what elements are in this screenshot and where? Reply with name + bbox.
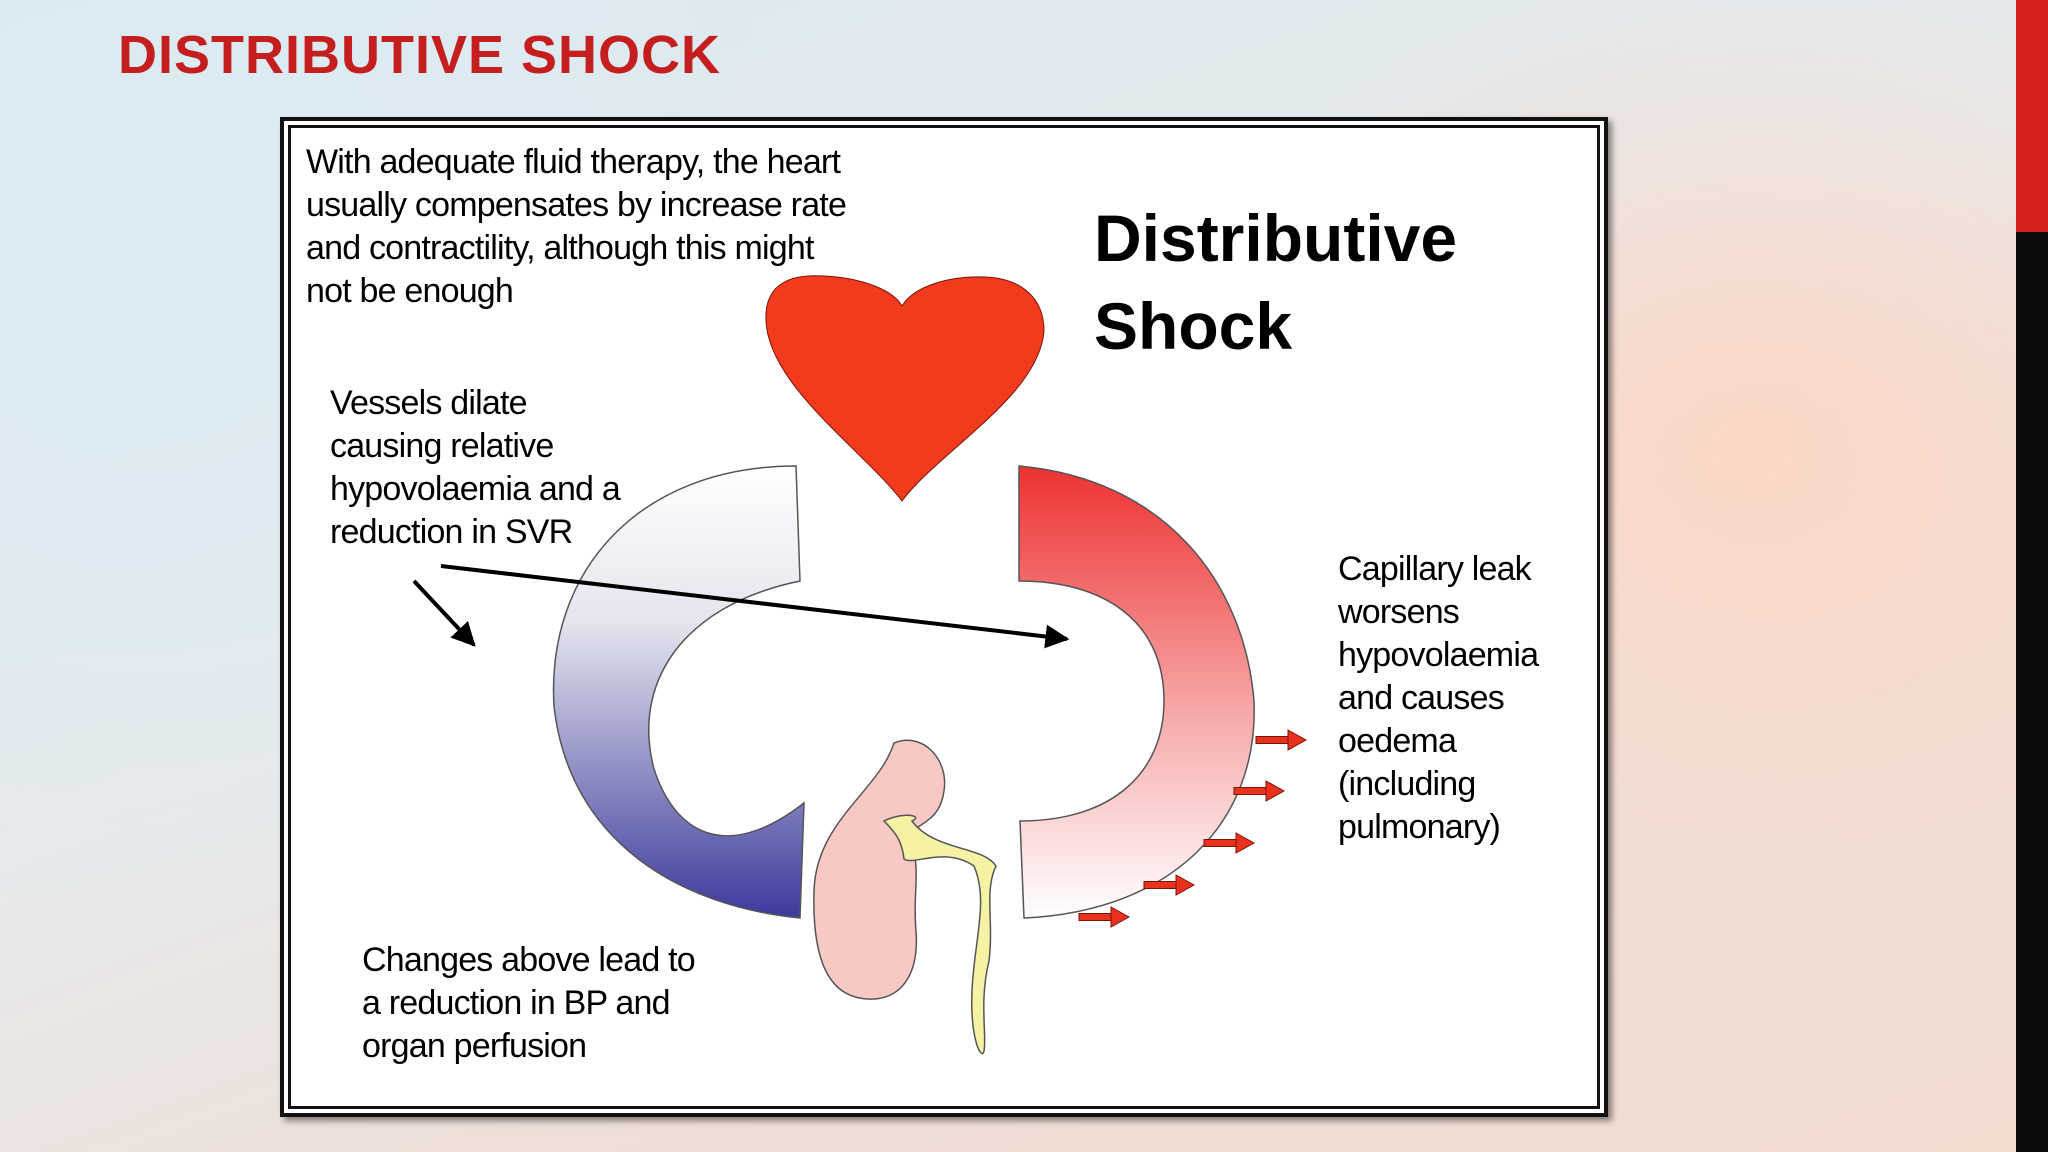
accent-bar-black xyxy=(2016,232,2048,1152)
vessels-note-line-2: causing relative xyxy=(330,427,553,465)
heart-note-line-4: not be enough xyxy=(306,272,513,310)
capillary-note-line-7: pulmonary) xyxy=(1338,808,1500,846)
venous-vessel-ring xyxy=(552,465,805,919)
slide-title: DISTRIBUTIVE SHOCK xyxy=(118,25,722,85)
heading-line-1: Distributive xyxy=(1094,201,1457,275)
vessels-note-line-3: hypovolaemia and a xyxy=(330,470,621,508)
vessels-note-line-1: Vessels dilate xyxy=(330,384,527,422)
pointer-arrow-to-veins xyxy=(412,579,476,647)
capillary-leak-note: Capillary leak worsens hypovolaemia and … xyxy=(1337,550,1547,846)
kidney-icon xyxy=(813,739,946,1000)
outcome-note-line-1: Changes above lead to xyxy=(362,941,695,979)
capillary-note-line-6: (including xyxy=(1338,765,1476,803)
heart-note-line-1: With adequate fluid therapy, the heart xyxy=(306,143,841,181)
heart-note-line-2: usually compensates by increase rate xyxy=(306,186,846,224)
heading-line-2: Shock xyxy=(1094,289,1292,363)
diagram-heading: Distributive Shock xyxy=(1094,201,1475,363)
vessels-note-line-4: reduction in SVR xyxy=(330,513,572,551)
arterial-vessel-ring xyxy=(1018,465,1255,919)
distributive-shock-diagram: Distributive Shock With adequate fluid t… xyxy=(306,143,1547,1065)
vessels-dilate-note: Vessels dilate causing relative hypovola… xyxy=(330,384,629,551)
capillary-note-line-4: and causes xyxy=(1338,679,1504,717)
pointer-arrow-to-arteries xyxy=(440,564,1070,649)
capillary-note-line-1: Capillary leak xyxy=(1338,550,1533,588)
accent-bar-red xyxy=(2016,0,2048,232)
heart-compensation-note: With adequate fluid therapy, the heart u… xyxy=(306,143,855,310)
leak-arrow-icon xyxy=(1255,729,1307,751)
capillary-note-line-2: worsens xyxy=(1337,593,1459,631)
capillary-note-line-5: oedema xyxy=(1338,722,1457,760)
outcome-note-line-3: organ perfusion xyxy=(362,1027,586,1065)
outcome-note: Changes above lead to a reduction in BP … xyxy=(362,941,704,1065)
heart-icon xyxy=(765,275,1045,502)
outcome-note-line-2: a reduction in BP and xyxy=(362,984,670,1022)
capillary-note-line-3: hypovolaemia xyxy=(1338,636,1539,674)
diagram-frame-inner-border xyxy=(288,125,1600,1109)
diagram-frame: Distributive Shock With adequate fluid t… xyxy=(280,117,1608,1117)
ureter-icon xyxy=(882,814,997,1055)
heart-note-line-3: and contractility, although this might xyxy=(306,229,815,267)
